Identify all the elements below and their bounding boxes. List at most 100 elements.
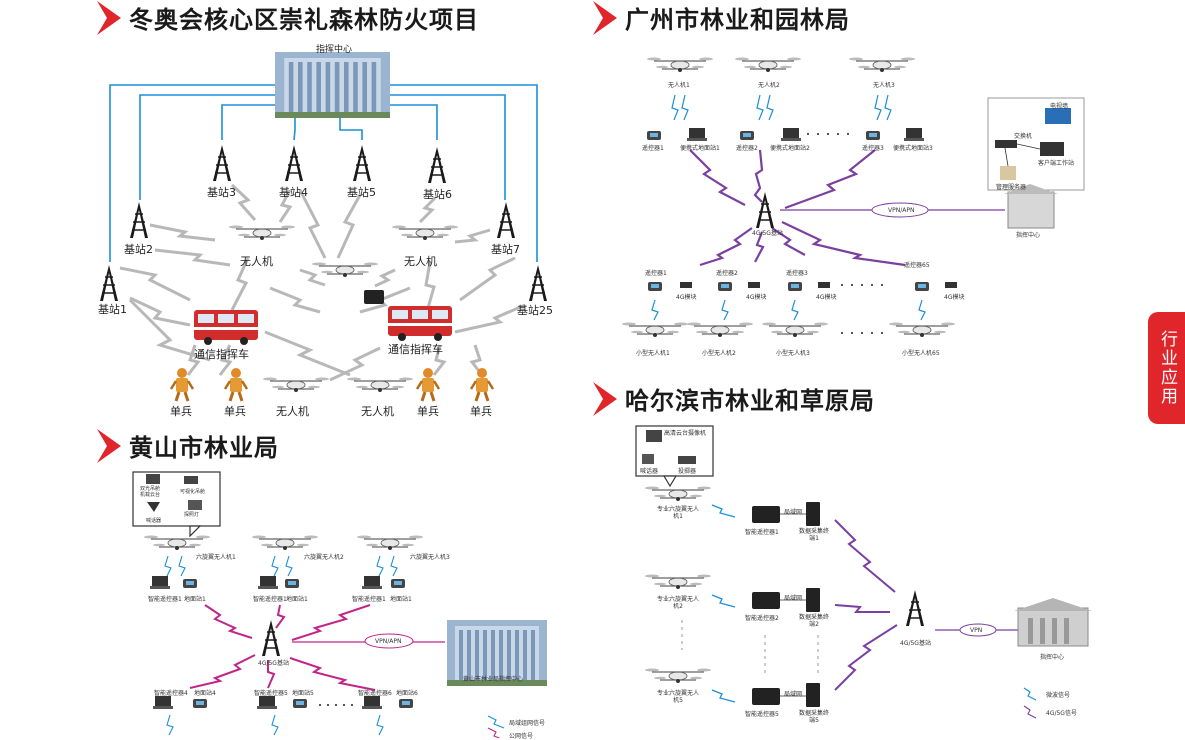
lan-label: 局域网 <box>784 509 803 516</box>
rc-label: 智能遥控器1 <box>148 596 182 603</box>
industry-application-tab[interactable]: 行业应用 <box>1148 312 1185 424</box>
section-title-3: 黄山市林业局 <box>97 428 279 463</box>
legend-public-label: 公网信号 <box>509 733 534 740</box>
section-title-text: 冬奥会核心区崇礼森林防火项目 <box>129 6 479 34</box>
rc-2-label: 遥控器2 <box>736 145 758 152</box>
section-title-4: 哈尔滨市林业和草原局 <box>593 381 875 416</box>
rc-bottom-2-label: 遥控器2 <box>716 270 738 277</box>
station-3-label: 基站3 <box>207 186 236 199</box>
gs-1-label: 便携式地面站1 <box>680 145 720 152</box>
side-tab-label: 行业应用 <box>1157 330 1177 406</box>
gs-label: 地面站1 <box>390 596 412 603</box>
small-drone-2-label: 小型无人机2 <box>702 350 736 357</box>
station-7-label: 基站7 <box>491 243 520 256</box>
rc-bottom-65-label: 遥控器65 <box>904 262 930 269</box>
section-title-2: 广州市林业和园林局 <box>593 0 850 35</box>
payload-label: 双光吊舱 <box>140 486 161 492</box>
legend-local-label: 局域组网信号 <box>509 720 546 727</box>
rc-label: 智能遥控器1 <box>352 596 386 603</box>
gs-3-label: 便携式地面站3 <box>893 145 933 152</box>
hq-label: 指挥中心 <box>316 45 353 55</box>
small-drone-65-label: 小型无人机65 <box>902 350 940 357</box>
drone-3-label: 无人机3 <box>873 82 895 89</box>
legend-microwave-label: 微波信号 <box>1046 692 1071 699</box>
drone-label: 无人机 <box>404 255 437 268</box>
rc-1-label: 遥控器1 <box>642 145 664 152</box>
module-label: 4G模块 <box>944 294 965 301</box>
client-label: 客户端工作站 <box>1038 160 1075 167</box>
lan-label: 局域网 <box>784 691 803 698</box>
module-label: 4G模块 <box>816 294 837 301</box>
rc-3-label: 遥控器3 <box>862 145 884 152</box>
payload-label: 机载云台 <box>140 492 161 498</box>
rc-6-label: 智能遥控器6 <box>358 690 392 697</box>
gs-5-label: 地面站5 <box>292 690 314 697</box>
drone-1-label: 专业六旋翼无人机1 <box>656 506 699 520</box>
base-station-label: 4G/5G基站 <box>258 660 289 667</box>
rc-5-label: 智能遥控器5 <box>254 690 288 697</box>
vpn-label: VPN/APN <box>888 207 915 214</box>
drone-3-label: 六旋翼无人机3 <box>410 554 450 561</box>
gs-label: 地面站1 <box>184 596 206 603</box>
server-label: 管理服务器 <box>996 184 1027 191</box>
chevron-marker-icon <box>97 428 121 463</box>
soldier-label: 单兵 <box>417 405 439 418</box>
section-title-text: 哈尔滨市林业和草原局 <box>625 387 875 415</box>
station-6-label: 基站6 <box>423 188 452 201</box>
gs-2-label: 便携式地面站2 <box>770 145 810 152</box>
collect-1-label: 数据采集终端1 <box>798 528 829 542</box>
gs-4-label: 地面站4 <box>194 690 216 697</box>
rc-4-label: 智能遥控器4 <box>154 690 188 697</box>
command-center-label: 黄山市林业局指挥中心 <box>463 676 524 683</box>
station-2-label: 基站2 <box>124 243 153 256</box>
rc-2-label: 智能遥控器2 <box>745 615 779 622</box>
command-center-label: 指挥中心 <box>1016 232 1041 239</box>
base-station-label: 4G/5G基站 <box>900 640 931 647</box>
payload-label: 喊话器 <box>146 518 162 524</box>
payload-label: 探照灯 <box>184 512 200 518</box>
gs-label: 地面站1 <box>286 596 308 603</box>
station-4-label: 基站4 <box>279 186 308 199</box>
payload-thrower-label: 投掷器 <box>678 468 697 475</box>
vpn-label: VPN/APN <box>375 638 402 645</box>
collect-5-label: 数据采集终端5 <box>798 710 829 724</box>
rc-label: 智能遥控器1 <box>253 596 287 603</box>
drone-2-label: 六旋翼无人机2 <box>304 554 344 561</box>
station-1-label: 基站1 <box>98 303 127 316</box>
station-25-label: 基站25 <box>517 304 553 317</box>
vehicle-label: 通信指挥车 <box>194 348 249 361</box>
section-title-text: 广州市林业和园林局 <box>625 6 850 34</box>
drone-1-label: 无人机1 <box>668 82 690 89</box>
payload-label: 可视化吊舱 <box>180 489 206 495</box>
drone-label: 无人机 <box>361 405 394 418</box>
section-title-1: 冬奥会核心区崇礼森林防火项目 <box>97 0 479 35</box>
drone-label: 无人机 <box>240 255 273 268</box>
switch-label: 交换机 <box>1014 133 1033 140</box>
soldier-label: 单兵 <box>170 405 192 418</box>
payload-camera-label: 高清云台摄像机 <box>664 430 707 437</box>
chevron-marker-icon <box>593 0 617 35</box>
module-label: 4G模块 <box>746 294 767 301</box>
vpn-label: VPN <box>970 627 983 634</box>
drone-1-label: 六旋翼无人机1 <box>196 554 236 561</box>
lan-label: 局域网 <box>784 595 803 602</box>
small-drone-1-label: 小型无人机1 <box>636 350 670 357</box>
drone-2-label: 无人机2 <box>758 82 780 89</box>
tv-wall-label: 电视墙 <box>1050 103 1069 110</box>
gs-6-label: 地面站6 <box>396 690 418 697</box>
section-title-text: 黄山市林业局 <box>129 434 279 462</box>
base-station-label: 4G/5G基站 <box>752 230 783 237</box>
payload-speaker-label: 喊话器 <box>640 468 659 475</box>
soldier-label: 单兵 <box>224 405 246 418</box>
vehicle-label: 通信指挥车 <box>388 343 443 356</box>
rc-1-label: 智能遥控器1 <box>745 529 779 536</box>
module-label: 4G模块 <box>676 294 697 301</box>
rc-bottom-1-label: 遥控器1 <box>645 270 667 277</box>
command-center-label: 指挥中心 <box>1040 654 1065 661</box>
rc-5-label: 智能遥控器5 <box>745 711 779 718</box>
rc-bottom-3-label: 遥控器3 <box>786 270 808 277</box>
station-5-label: 基站5 <box>347 186 376 199</box>
collect-2-label: 数据采集终端2 <box>798 614 829 628</box>
soldier-label: 单兵 <box>470 405 492 418</box>
